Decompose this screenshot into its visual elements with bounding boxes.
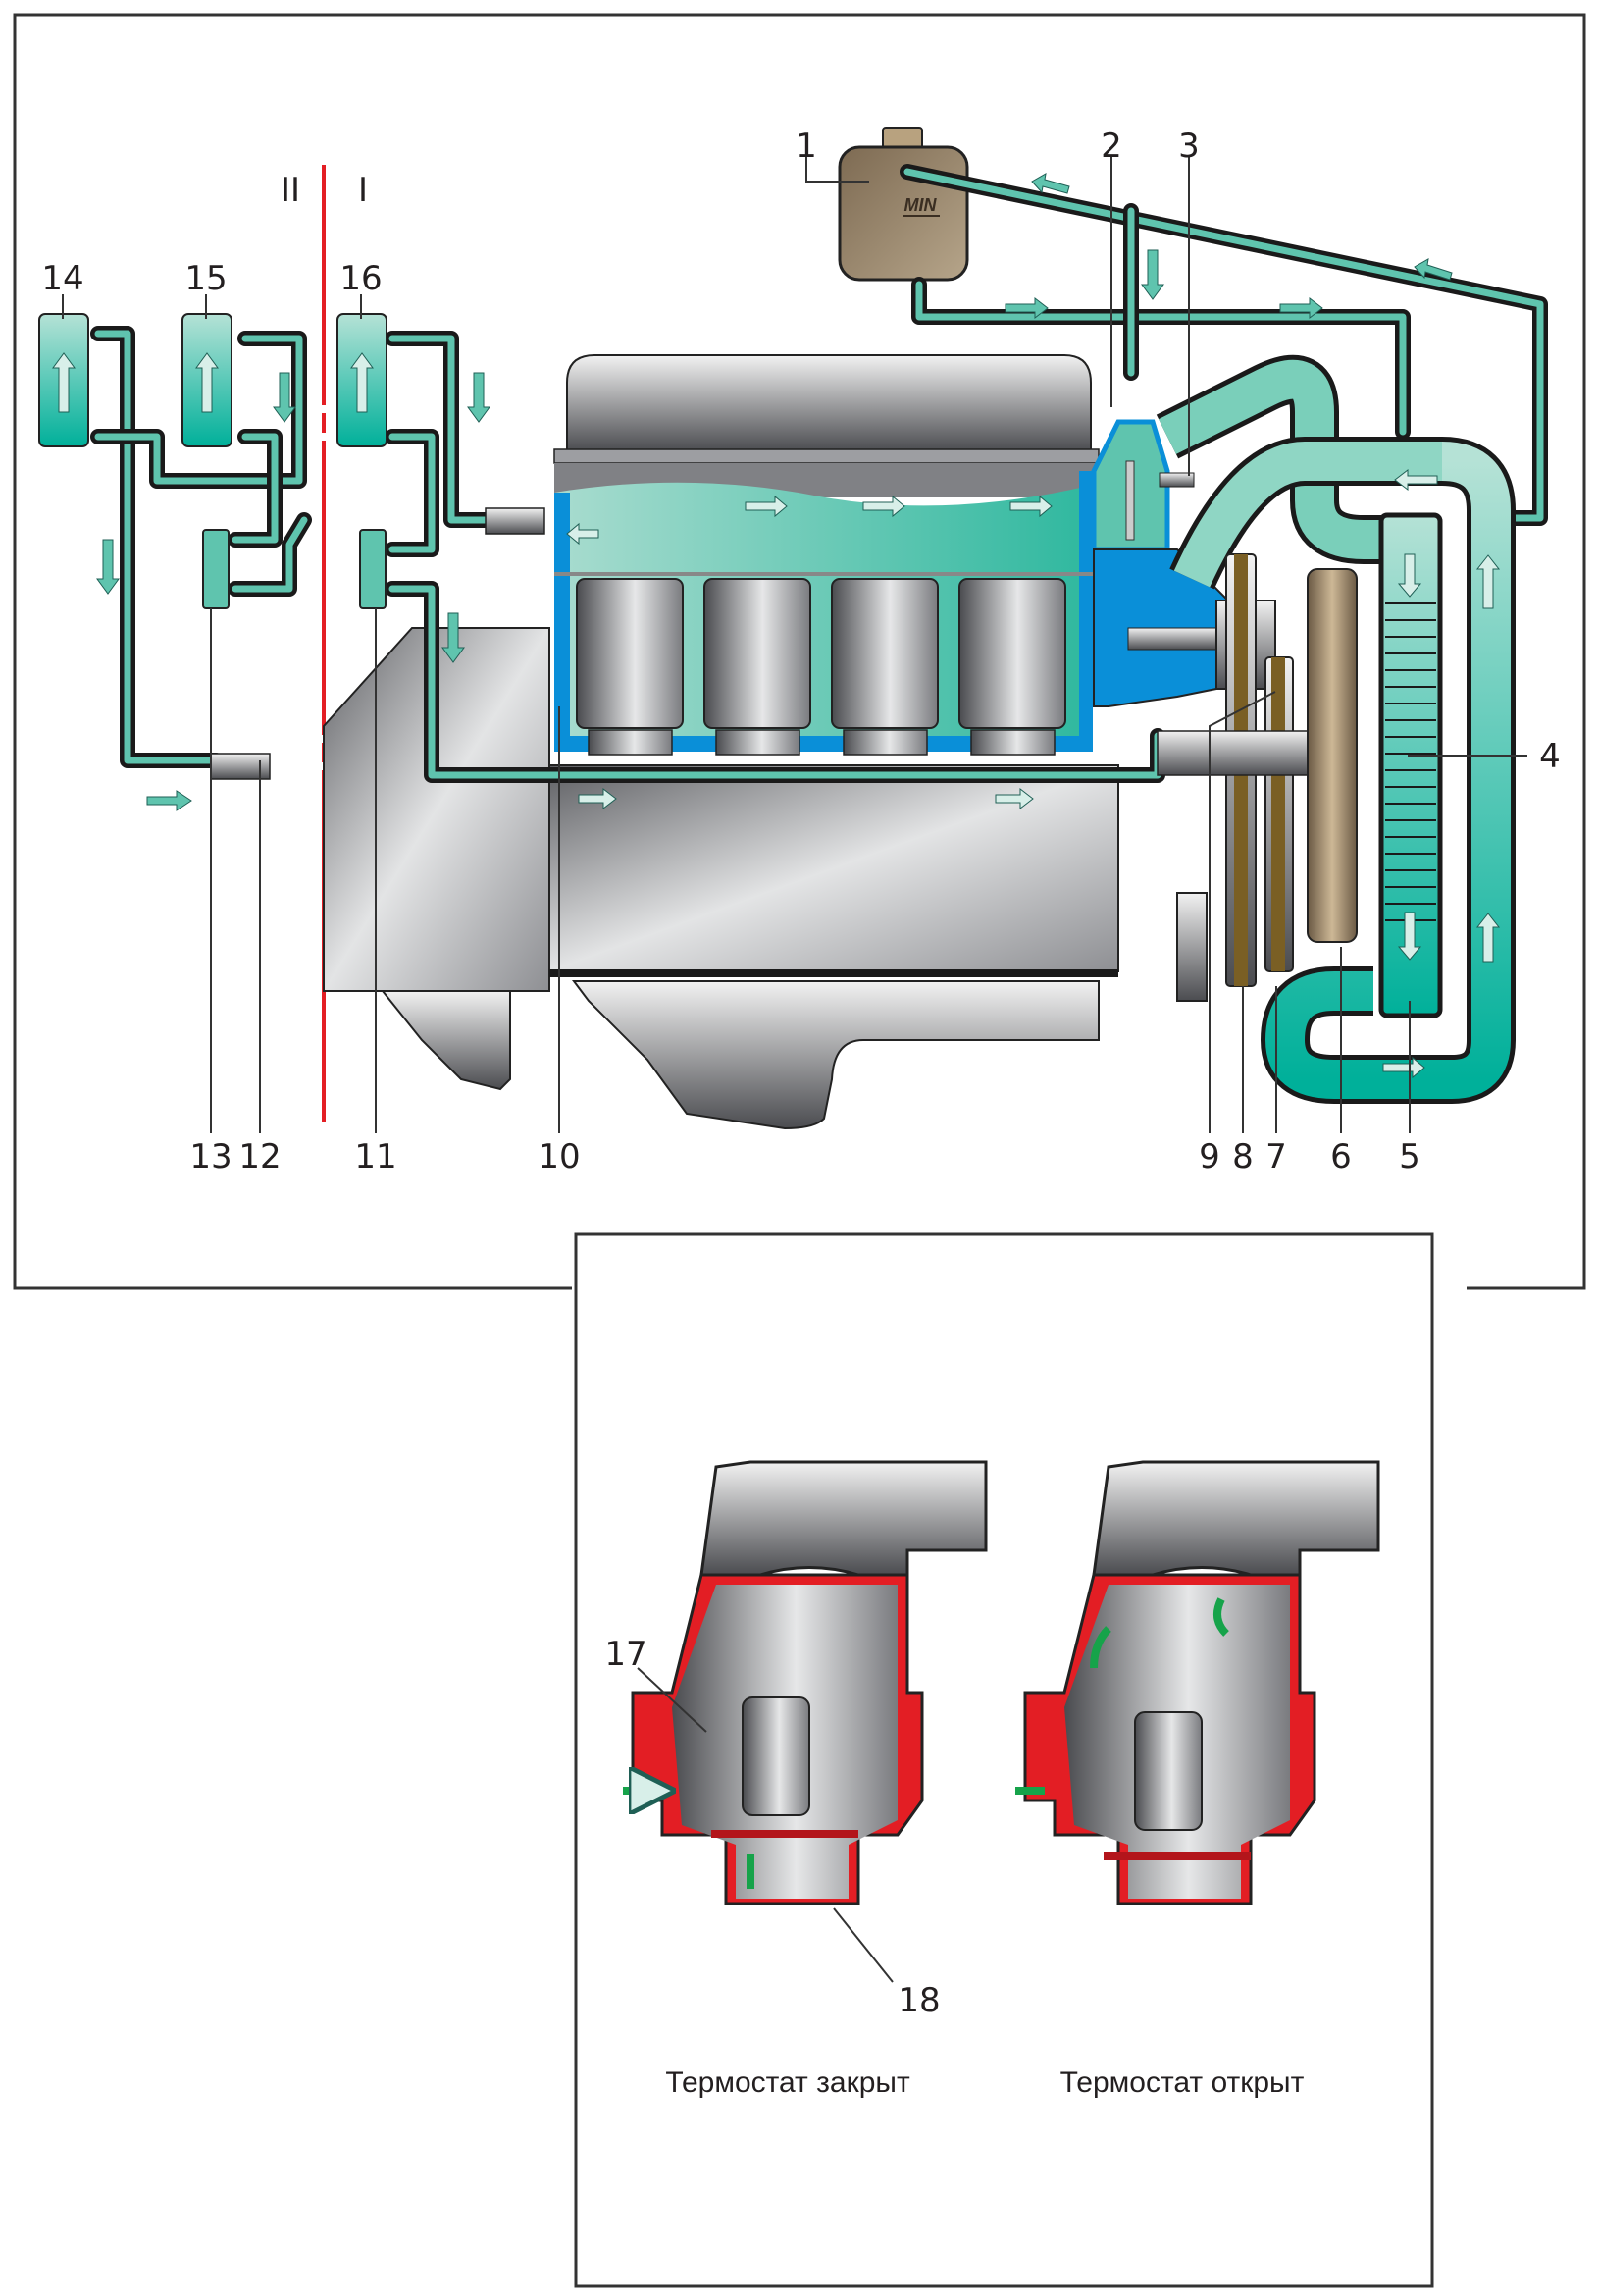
thermostat-closed — [623, 1460, 988, 1905]
callout-6: 6 — [1330, 1137, 1352, 1176]
coolant-pipes — [90, 164, 1548, 783]
flow-arrows — [52, 352, 1501, 1079]
callout-14: 14 — [41, 259, 83, 298]
engine-block — [323, 627, 1119, 1130]
valve-cover — [553, 354, 1100, 497]
callout-1: 1 — [796, 127, 817, 166]
water-jacket — [554, 471, 1093, 752]
caption-thermostat-closed: Термостат закрыт — [665, 2066, 910, 2099]
cylinders — [576, 578, 1066, 756]
radiator-hoses — [1156, 354, 1516, 1104]
thermostat-frame — [574, 1232, 1434, 2288]
callout-17: 17 — [604, 1635, 646, 1674]
callout-16: 16 — [339, 259, 382, 298]
callout-10: 10 — [538, 1137, 580, 1176]
callout-9: 9 — [1199, 1137, 1220, 1176]
callout-4: 4 — [1539, 737, 1561, 776]
callout-12: 12 — [238, 1137, 281, 1176]
callout-numbers: 1 2 3 4 5 6 7 8 9 10 11 12 13 14 15 16 — [41, 127, 1560, 1176]
radiator-fins — [1385, 602, 1436, 921]
leader-17 — [637, 1667, 707, 1733]
callout-7: 7 — [1265, 1137, 1287, 1176]
callout-11: 11 — [354, 1137, 396, 1176]
callout-8: 8 — [1232, 1137, 1254, 1176]
tank-min-mark: MIN — [904, 195, 938, 215]
callout-5: 5 — [1399, 1137, 1420, 1176]
caption-thermostat-open: Термостат открыт — [1060, 2066, 1305, 2099]
expansion-tank: MIN — [838, 127, 969, 282]
callout-2: 2 — [1101, 127, 1122, 166]
zone-label-2: II — [281, 171, 300, 210]
callout-18: 18 — [898, 1981, 940, 2020]
callout-leaders — [62, 149, 1527, 1133]
callout-15: 15 — [184, 259, 227, 298]
callout-13: 13 — [189, 1137, 232, 1176]
pulleys — [1157, 553, 1315, 1002]
thermostat-open — [1015, 1460, 1380, 1905]
callout-3: 3 — [1178, 127, 1200, 166]
fan — [1307, 568, 1358, 943]
flow-arrows-green — [96, 173, 1453, 811]
leader-18 — [833, 1907, 894, 1983]
thermostat-housing — [1091, 419, 1195, 552]
zone-label-1: I — [358, 171, 368, 210]
top-frame — [13, 13, 1586, 1290]
